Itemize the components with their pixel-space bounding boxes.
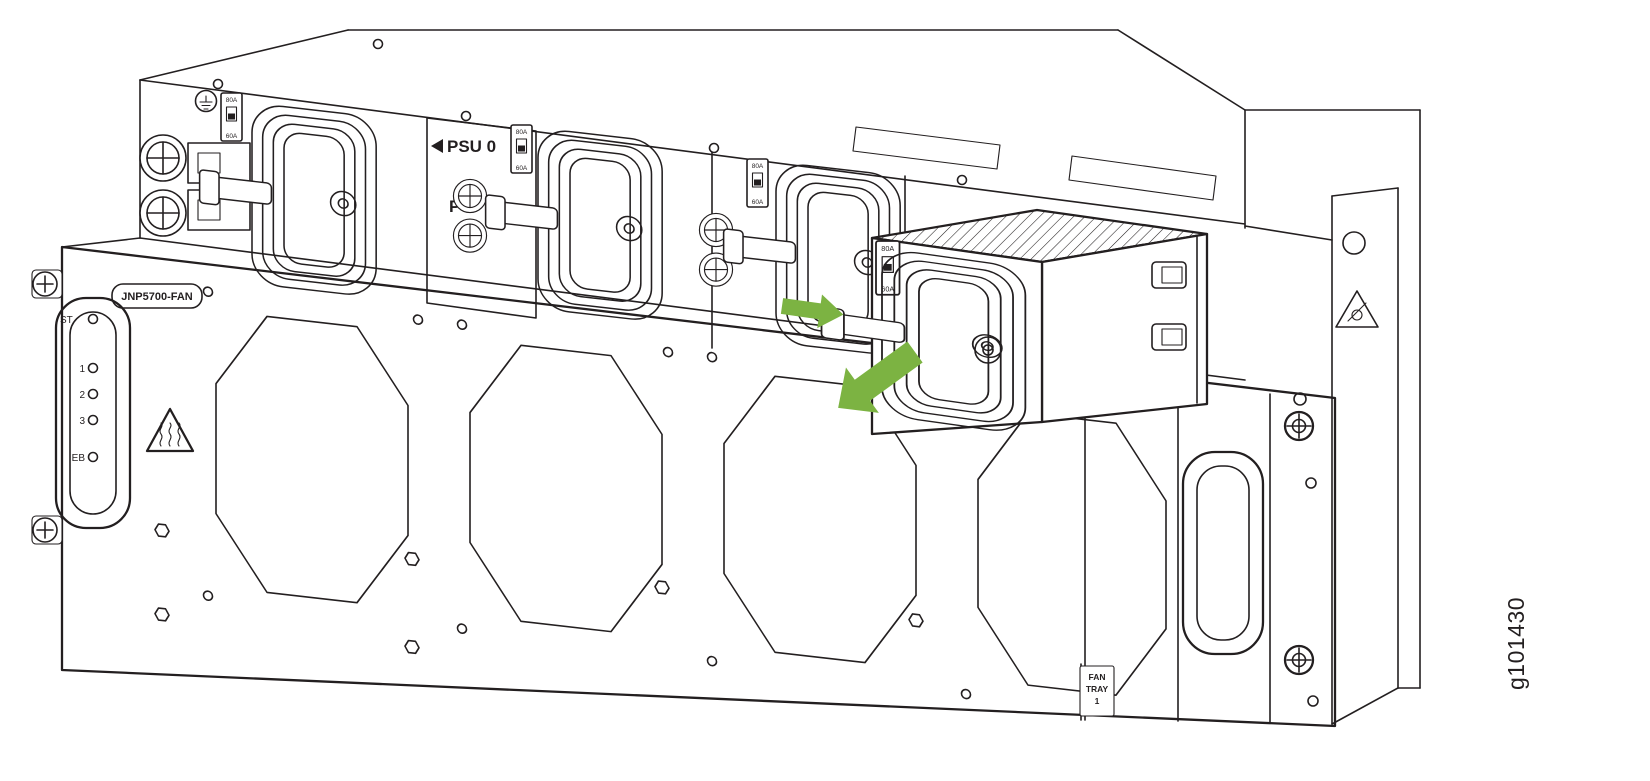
fan-tray-1-label: FAN TRAY 1 xyxy=(1079,665,1115,717)
panel-screw-holes xyxy=(202,286,972,700)
led-indicator-1 xyxy=(87,362,99,374)
svg-text:80A: 80A xyxy=(516,129,528,136)
svg-text:TRAY: TRAY xyxy=(1086,684,1109,694)
psu-latch-tab-upper xyxy=(1151,261,1187,289)
led-indicator-eb xyxy=(87,451,99,463)
fan-model-label: JNP5700-FAN xyxy=(111,283,203,309)
led-indicator-st xyxy=(87,313,99,325)
figure-id-label: g101430 xyxy=(1503,597,1529,690)
psu-input-studs xyxy=(139,134,187,237)
fan-tray-handle xyxy=(31,269,132,545)
svg-text:FAN: FAN xyxy=(1089,672,1106,682)
led-indicator-2 xyxy=(87,388,99,400)
led-label-3: 3 xyxy=(79,416,85,427)
fan-tray-1-thumbscrew-top xyxy=(1283,410,1315,442)
svg-text:80A: 80A xyxy=(752,163,764,170)
led-label-1: 1 xyxy=(79,364,85,375)
psu-breaker-switch: 80A 60A xyxy=(746,158,769,208)
captive-screw-bottom xyxy=(32,517,58,543)
svg-text:60A: 60A xyxy=(516,165,528,172)
fan-opening-3 xyxy=(723,375,917,664)
led-label-eb: EB xyxy=(72,453,86,464)
psu-breaker-switch: 80A 60A xyxy=(510,124,533,174)
psu-breaker-switch: 80A 60A xyxy=(220,92,243,142)
led-column: ST 1 2 3 EB xyxy=(60,313,99,464)
svg-text:1: 1 xyxy=(1095,696,1100,706)
svg-text:60A: 60A xyxy=(752,199,764,206)
blank-label-stickers xyxy=(852,126,1217,201)
fan-tray-1-handle xyxy=(1181,450,1265,656)
fan-tray-1-thumbscrew-bottom xyxy=(1283,644,1315,676)
led-label-2: 2 xyxy=(79,390,85,401)
svg-text:60A: 60A xyxy=(226,133,238,140)
svg-text:80A: 80A xyxy=(881,244,894,253)
pull-direction-arrow-icon xyxy=(838,341,923,413)
right-bracket xyxy=(1331,187,1421,725)
press-latch-arrow-icon xyxy=(780,294,844,329)
fan-openings-and-screws xyxy=(154,286,1167,700)
fan-opening-1 xyxy=(215,315,409,604)
installed-psu-left: 80A 60A xyxy=(139,89,377,299)
psu-breaker-switch: 80A 60A xyxy=(875,240,901,296)
installed-psu-middle: 80A 60A xyxy=(452,121,663,324)
psu-latch-tab-lower xyxy=(1151,323,1187,351)
fan-model-label-text: JNP5700-FAN xyxy=(121,291,193,303)
led-indicator-3 xyxy=(87,414,99,426)
ground-terminal-icon xyxy=(194,89,218,113)
svg-text:80A: 80A xyxy=(226,97,238,104)
fan-tray-1-module: FAN TRAY 1 xyxy=(1079,392,1319,717)
removed-psu: 80A 60A xyxy=(820,208,1209,436)
fan-opening-2 xyxy=(469,344,663,633)
mounting-hole xyxy=(1342,231,1366,255)
captive-screw-top xyxy=(32,271,58,297)
bay-pointer-triangle-icon xyxy=(431,139,443,153)
psu0-bay-label: PSU 0 xyxy=(447,137,496,156)
led-label-st: ST xyxy=(60,315,73,326)
esd-warning-icon xyxy=(1335,290,1379,328)
svg-text:60A: 60A xyxy=(881,284,894,293)
panel-hex-nuts xyxy=(154,523,924,655)
hot-surface-warning-icon xyxy=(145,407,195,453)
